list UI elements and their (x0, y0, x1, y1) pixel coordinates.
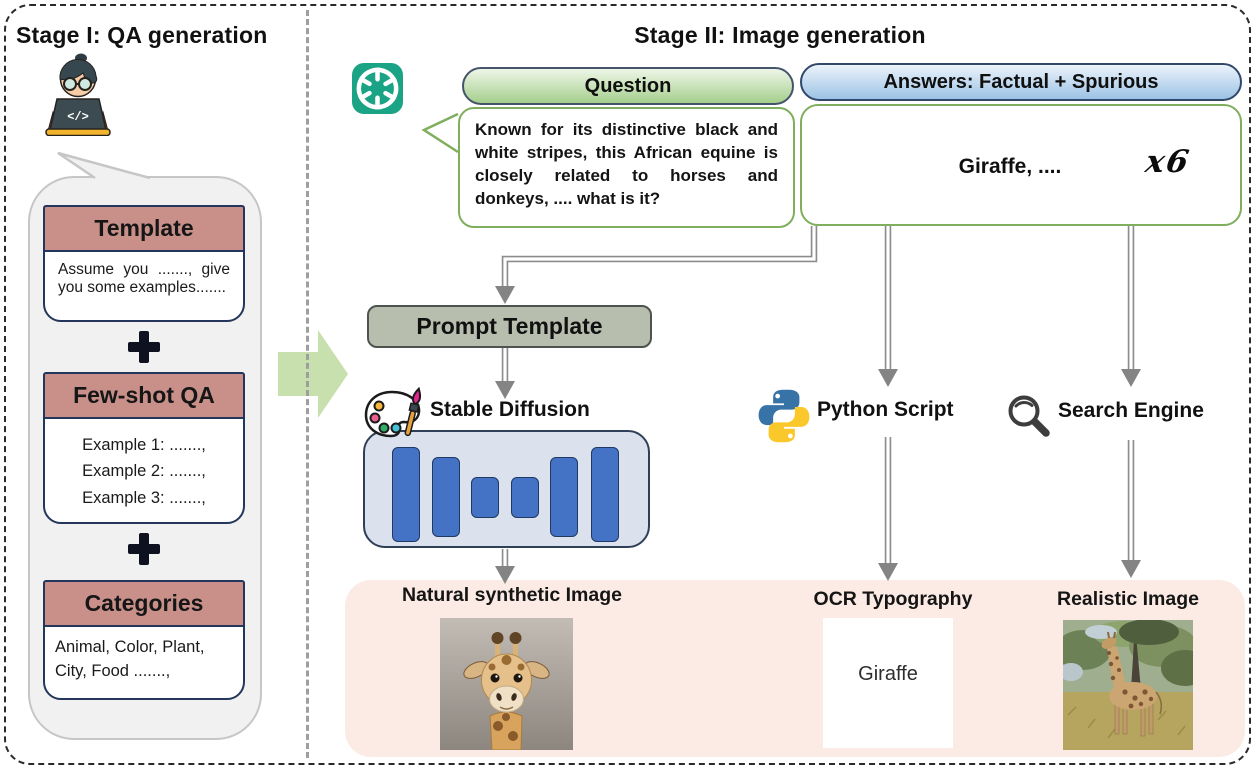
answers-box (800, 104, 1242, 226)
magnifier-icon (1008, 395, 1050, 437)
unet-block (363, 430, 650, 548)
categories-box-header: Categories (43, 580, 245, 627)
answers-value: Giraffe, .... (958, 155, 1062, 178)
template-box-header: Template (43, 205, 245, 252)
realistic-image-label: Realistic Image (1057, 588, 1199, 610)
laptop-code-glyph: </> (67, 110, 89, 124)
prompt-template-box: Prompt Template (367, 305, 652, 348)
question-bubble: Known for its distinctive black and whit… (458, 107, 795, 228)
palette-brush-icon (364, 386, 422, 438)
outer-dashed-border (4, 4, 1251, 765)
question-bubble-tail (421, 112, 459, 154)
fewshot-example: Example 2: ......., (82, 462, 206, 481)
fewshot-box-header: Few-shot QA (43, 372, 245, 419)
plus-icon (128, 533, 160, 565)
synthetic-giraffe-image (440, 618, 573, 750)
question-header-pill: Question (462, 67, 794, 105)
question-text: Known for its distinctive black and whit… (475, 120, 778, 209)
search-engine-label: Search Engine (1058, 399, 1204, 422)
categories-box-body: Animal, Color, Plant, City, Food .......… (43, 625, 245, 700)
fewshot-example: Example 3: ......., (82, 488, 206, 507)
plus-icon (128, 331, 160, 363)
python-icon (758, 389, 810, 443)
unet-bar (511, 477, 539, 518)
fewshot-box-body: Example 1: ......., Example 2: ......., … (43, 417, 245, 524)
stage-separator (306, 10, 309, 758)
stage2-title: Stage II: Image generation (634, 22, 926, 48)
fewshot-example: Example 1: ......., (82, 436, 206, 454)
unet-bar (550, 457, 578, 537)
ocr-output-box: Giraffe (823, 618, 953, 748)
stable-diffusion-label: Stable Diffusion (430, 398, 590, 421)
unet-bar (392, 447, 420, 542)
unet-bar (591, 447, 619, 542)
answers-multiplier: x6 (1142, 144, 1194, 180)
natural-synthetic-label: Natural synthetic Image (402, 584, 622, 606)
unet-bar (432, 457, 460, 537)
template-box-body: Assume you ......., give you some exampl… (43, 250, 245, 322)
gpt-icon (352, 63, 403, 114)
stage1-title: Stage I: QA generation (16, 22, 268, 48)
ocr-typography-label: OCR Typography (813, 588, 973, 610)
realistic-giraffe-image (1063, 620, 1193, 750)
ocr-output-text: Giraffe (858, 662, 918, 685)
speech-bubble-tail (57, 151, 151, 180)
python-script-label: Python Script (817, 398, 954, 421)
coder-at-laptop-icon: </> (45, 53, 111, 136)
unet-bar (471, 477, 499, 518)
answers-header-pill: Answers: Factual + Spurious (800, 63, 1242, 101)
